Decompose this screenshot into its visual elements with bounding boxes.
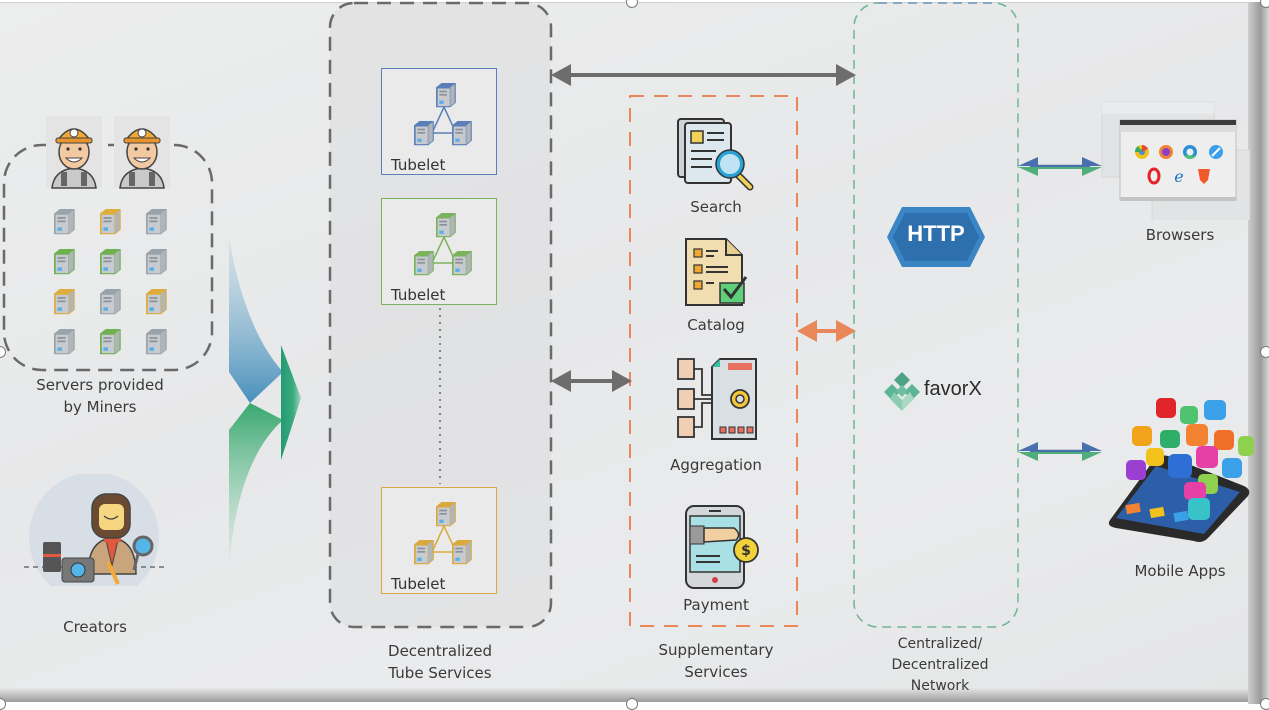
tubelet-node[interactable]: Tubelet (381, 487, 497, 594)
miners-label-line1: Servers provided (36, 376, 164, 394)
search-label: Search (690, 198, 742, 216)
tube-services-caption: Decentralized Tube Services (360, 640, 520, 684)
tube-services-caption-line2: Tube Services (388, 664, 492, 682)
slide-edge-shadow (1248, 2, 1269, 704)
server-icon (54, 329, 75, 355)
tubelet-label: Tubelet (391, 156, 446, 174)
http-label: HTTP (907, 221, 965, 246)
http-hexagon-icon (887, 207, 985, 267)
server-icon (100, 249, 121, 275)
server-icon (146, 329, 167, 355)
favorx-label: favorX (924, 378, 982, 400)
supplementary-border (629, 95, 798, 627)
network-caption: Centralized/ Decentralized Network (855, 634, 1025, 697)
payment-service[interactable]: $ (684, 504, 764, 594)
server-icon (452, 540, 472, 565)
server-icon (414, 121, 434, 146)
catalog-service[interactable] (684, 237, 750, 313)
tubelet-node[interactable]: Tubelet (381, 68, 497, 175)
creator-icon (24, 472, 167, 602)
search-service[interactable] (676, 117, 756, 197)
network-caption-line2: Decentralized (891, 657, 989, 673)
cluster-link (430, 235, 458, 264)
server-cluster-icon (414, 83, 472, 146)
resize-handle-right[interactable] (1260, 346, 1269, 358)
creators-label: Creators (63, 618, 127, 636)
server-grid-icons (54, 209, 167, 355)
mobile-apps-illustration[interactable] (1104, 396, 1254, 544)
svg-text:$: $ (741, 543, 751, 559)
server-cluster-icon (414, 502, 472, 565)
server-icon (146, 209, 167, 235)
gray-double-arrow-middle (551, 370, 632, 392)
tubelet-node[interactable]: Tubelet (381, 198, 497, 305)
merge-arrow (229, 238, 301, 565)
http-badge[interactable]: HTTP (886, 206, 986, 268)
server-icon (54, 209, 75, 235)
server-icon (436, 502, 456, 527)
server-icon (414, 251, 434, 276)
orange-double-arrow (797, 320, 856, 342)
mobile-apps-label: Mobile Apps (1134, 562, 1226, 580)
tubelet-label: Tubelet (391, 286, 446, 304)
miner-icon (46, 116, 170, 189)
server-icon (452, 251, 472, 276)
server-icon (436, 83, 456, 108)
catalog-label: Catalog (687, 316, 745, 334)
aggregation-gear-icon (677, 358, 757, 440)
server-icon (414, 540, 434, 565)
network-caption-line3: Network (910, 678, 970, 694)
network-browsers-arrow (1018, 157, 1102, 176)
network-caption-line1: Centralized/ (897, 636, 983, 652)
browser-window-icon: e (1101, 101, 1251, 229)
server-cluster-icon (414, 213, 472, 276)
server-icon (146, 249, 167, 275)
miners-label-line2: by Miners (63, 398, 137, 416)
resize-handle-top-right[interactable] (1260, 0, 1269, 8)
mobile-payment-icon: $ (685, 505, 759, 589)
favorx-logo: favorX (884, 371, 994, 411)
search-document-icon (677, 118, 754, 191)
cluster-link (430, 524, 458, 553)
server-icon (100, 209, 121, 235)
server-icon (436, 213, 456, 238)
aggregation-service[interactable] (676, 357, 760, 445)
cluster-link (430, 105, 458, 134)
catalog-checklist-icon (685, 238, 748, 306)
miner-server-grid (50, 205, 170, 355)
tube-services-caption-line1: Decentralized (388, 642, 492, 660)
payment-label: Payment (683, 596, 749, 614)
tubelet-label: Tubelet (391, 575, 446, 593)
browsers-illustration[interactable]: e (1100, 100, 1251, 229)
browsers-label: Browsers (1145, 226, 1215, 244)
creator-illustration (22, 472, 172, 602)
resize-handle-top[interactable] (626, 0, 638, 8)
server-icon (54, 289, 75, 315)
supplementary-caption-line1: Supplementary (658, 641, 774, 659)
aggregation-label: Aggregation (670, 456, 762, 474)
svg-text:e: e (1174, 167, 1183, 186)
gray-double-arrow-top (551, 64, 856, 86)
supplementary-caption: Supplementary Services (636, 639, 796, 683)
server-icon (100, 329, 121, 355)
server-icon (146, 289, 167, 315)
supplementary-caption-line2: Services (684, 663, 748, 681)
network-border (853, 2, 1019, 628)
miner-avatars (44, 116, 174, 194)
server-icon (100, 289, 121, 315)
server-icon (452, 121, 472, 146)
network-mobile-arrow (1018, 442, 1102, 461)
miners-group-border (2, 143, 214, 372)
mobile-apps-icon (1108, 398, 1254, 542)
favorx-diamond-icon (884, 372, 920, 411)
miners-label: Servers provided by Miners (20, 374, 180, 418)
server-icon (54, 249, 75, 275)
